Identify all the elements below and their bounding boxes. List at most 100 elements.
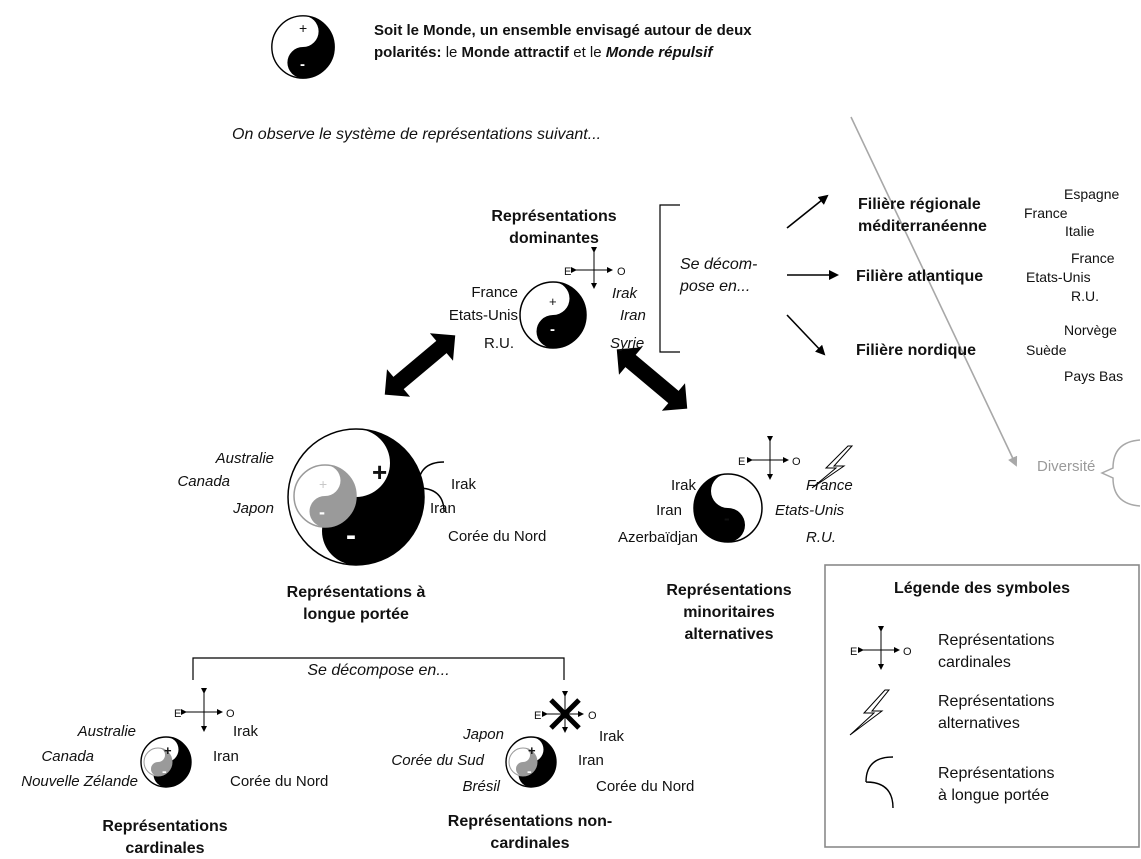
- dominant-right-2: Iran: [620, 307, 646, 324]
- diversity-arrow: [850, 116, 1018, 467]
- intro-le: le: [445, 44, 458, 61]
- cardinal-yinyang-icon: [140, 736, 192, 788]
- legend-item-3-line1: Représentations: [938, 765, 1055, 782]
- dominant-decompose-bracket: [659, 204, 680, 353]
- minority-compass-west: O: [792, 456, 801, 468]
- legend-compass-west: O: [903, 646, 912, 658]
- legend-item-2-line2: alternatives: [938, 715, 1020, 732]
- cardinal-right-1: Irak: [233, 723, 259, 740]
- noncardinal-right-2: Iran: [578, 752, 604, 769]
- noncardinal-minus-sign: -: [527, 763, 532, 779]
- minority-title-1: Représentations: [666, 582, 792, 599]
- long-range-right-2: Iran: [430, 500, 456, 517]
- intro-plus-sign: +: [299, 20, 308, 36]
- intro-monde-repulsif: Monde répulsif: [605, 44, 713, 61]
- dominant-compass-icon: [571, 247, 613, 289]
- noncardinal-title-1: Représentations non-: [447, 813, 613, 830]
- dominant-left-2: Etats-Unis: [448, 307, 518, 324]
- filiere-mediterranean-title-1: Filière régionale: [858, 196, 981, 213]
- minority-lightning-icon: [811, 445, 854, 489]
- diversity-brace: [1100, 439, 1141, 507]
- long-range-inner-plus-sign: +: [319, 476, 328, 492]
- minority-compass-icon: [747, 436, 789, 480]
- intro-polarites: polarités:: [374, 44, 442, 61]
- long-range-title-1: Représentations à: [286, 584, 426, 601]
- cardinal-left-1: Australie: [77, 723, 136, 740]
- long-range-bracket: [417, 461, 445, 513]
- cardinal-title-1: Représentations: [102, 818, 228, 835]
- filiere-nordic-title: Filière nordique: [856, 342, 977, 359]
- intro-minus-sign: -: [300, 56, 305, 73]
- dominant-minus-sign: -: [550, 321, 555, 338]
- cardinal-compass-east: E: [174, 708, 182, 720]
- dominant-title-line1: Représentations: [491, 208, 617, 225]
- legend-item-2-line1: Représentations: [938, 693, 1055, 710]
- cardinal-title-2: cardinales: [125, 840, 205, 857]
- long-range-right-1: Irak: [451, 476, 477, 493]
- filiere-mediterranean-country-1: Espagne: [1064, 186, 1120, 202]
- minority-right-1: France: [806, 477, 853, 494]
- double-arrow-right: [616, 347, 688, 411]
- minority-minus-sign: -: [724, 509, 730, 528]
- dominant-right-1: Irak: [612, 285, 638, 302]
- minority-right-2: Etats-Unis: [775, 502, 845, 519]
- cardinal-minus-sign: -: [162, 763, 167, 779]
- minority-compass-east: E: [738, 456, 746, 468]
- long-range-inner-minus-sign: -: [319, 502, 325, 522]
- long-range-left-1: Australie: [215, 450, 274, 467]
- legend-bracket-icon: [865, 756, 894, 809]
- double-arrow-left: [384, 333, 456, 397]
- cardinal-right-2: Iran: [213, 748, 239, 765]
- filiere-nordic-country-1: Norvège: [1064, 322, 1117, 338]
- filiere-atlantic-country-1: France: [1071, 250, 1115, 266]
- noncardinal-right-3: Corée du Nord: [596, 778, 695, 795]
- intro-monde-attractif: Monde attractif: [461, 44, 570, 61]
- dominant-title-line2: dominantes: [509, 230, 599, 247]
- filiere-nordic-country-2: Suède: [1026, 342, 1067, 358]
- noncardinal-left-2: Corée du Sud: [391, 752, 484, 769]
- long-range-left-3: Japon: [233, 500, 274, 517]
- noncardinal-plus-sign: +: [528, 743, 536, 758]
- filiere-atlantic-country-3: R.U.: [1071, 288, 1099, 304]
- arrow-to-nordic: [786, 314, 826, 356]
- dominant-yinyang-icon: [519, 281, 587, 349]
- long-range-right-3: Corée du Nord: [448, 528, 547, 545]
- long-range-title-2: longue portée: [303, 606, 409, 623]
- minority-title-3: alternatives: [684, 626, 774, 643]
- cardinal-right-3: Corée du Nord: [230, 773, 329, 790]
- dominant-decompose-line2: pose en...: [680, 278, 751, 295]
- intro-yinyang-icon: [271, 15, 335, 79]
- legend-compass-east: E: [850, 646, 858, 658]
- noncardinal-right-1: Irak: [599, 728, 625, 745]
- noncardinal-compass-east: E: [534, 710, 542, 722]
- legend-item-1-line1: Représentations: [938, 632, 1055, 649]
- dominant-compass-west: O: [617, 266, 626, 278]
- dominant-decompose-line1: Se décom-: [680, 256, 758, 273]
- filiere-atlantic-title: Filière atlantique: [856, 268, 984, 285]
- dominant-plus-sign: +: [549, 294, 557, 309]
- legend-compass-icon: [858, 626, 900, 670]
- minority-left-1: Irak: [670, 477, 696, 494]
- dominant-left-1: France: [471, 284, 518, 301]
- dominant-left-3: R.U.: [484, 335, 514, 352]
- minority-right-3: R.U.: [806, 529, 836, 546]
- noncardinal-compass-crossed-icon: [542, 691, 584, 733]
- dominant-compass-east: E: [564, 266, 572, 278]
- intro-et-le: et le: [573, 44, 602, 61]
- intro-line-1: Soit le Monde, un ensemble envisagé auto…: [374, 22, 752, 39]
- long-range-minus-sign: -: [346, 519, 356, 552]
- noncardinal-yinyang-icon: [505, 736, 557, 788]
- noncardinal-title-2: cardinales: [490, 835, 570, 852]
- filiere-nordic-country-3: Pays Bas: [1064, 368, 1124, 384]
- cardinal-left-2: Canada: [41, 748, 94, 765]
- cardinal-plus-sign: +: [164, 743, 172, 758]
- legend-box: [824, 564, 1140, 848]
- filiere-mediterranean-country-2: France: [1024, 205, 1068, 221]
- minority-plus-sign: +: [723, 478, 732, 495]
- noncardinal-compass-west: O: [588, 710, 597, 722]
- legend-item-3-line2: à longue portée: [938, 787, 1050, 804]
- filiere-mediterranean-title-2: méditerranéenne: [858, 218, 987, 235]
- diversite-label: Diversité: [1037, 458, 1096, 475]
- minority-title-2: minoritaires: [683, 604, 775, 621]
